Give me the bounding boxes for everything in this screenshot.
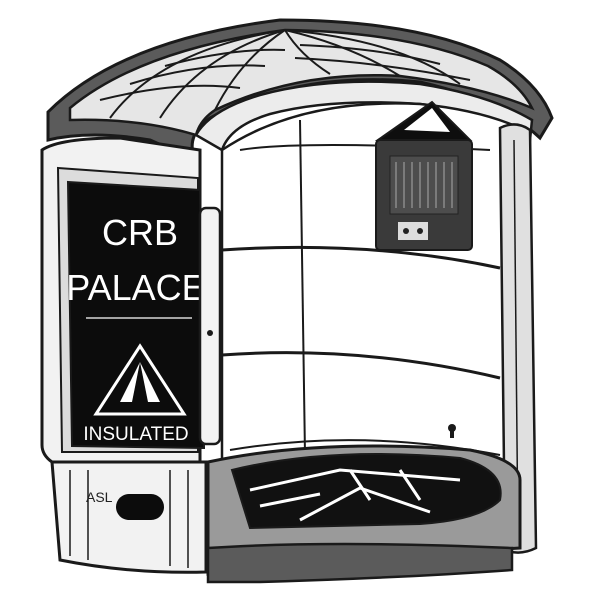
warning-triangle-icon [93,343,187,416]
door-title-line1: CRB [102,212,178,253]
insulated-badge-text: INSULATED [83,424,188,445]
base-label: ASL [86,489,113,505]
roof [46,18,554,163]
heater-device [374,100,473,251]
base: ASL [50,444,522,584]
door-title-line2: PALACE [66,267,205,308]
keyhole-icon [448,424,456,438]
door-hinge [198,206,222,446]
door-panel: CRB PALACE INSULATED [66,180,206,450]
